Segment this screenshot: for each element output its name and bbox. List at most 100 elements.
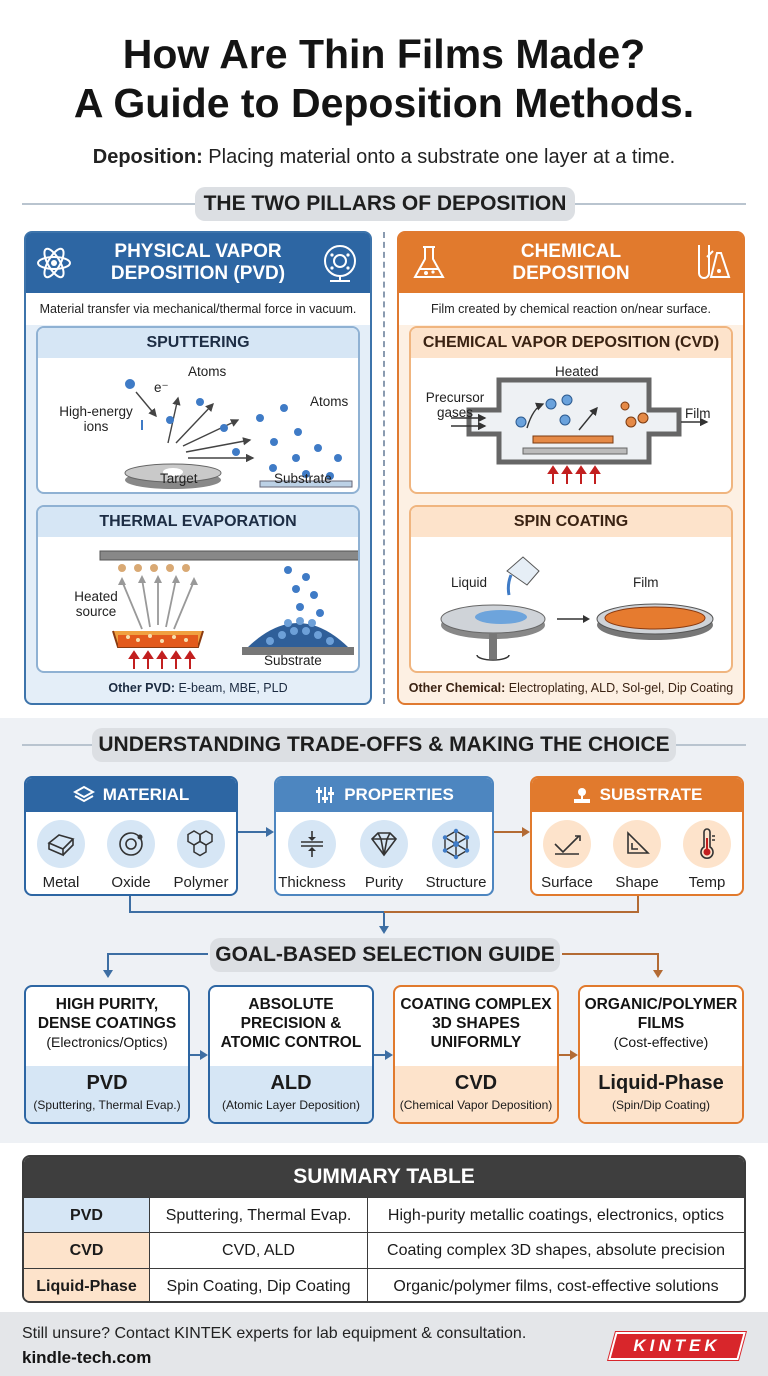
- spin-film-label: Film: [633, 575, 659, 590]
- row-1-method: PVD: [24, 1198, 150, 1233]
- goal-2-line3: ATOMIC CONTROL: [220, 1034, 362, 1051]
- page-title: How Are Thin Films Made? A Guide to Depo…: [0, 30, 768, 128]
- pvd-column: PHYSICAL VAPOR DEPOSITION (PVD) Material…: [24, 231, 372, 705]
- target-label: Target: [160, 471, 198, 486]
- substrate-label: Substrate: [274, 471, 332, 486]
- kintek-logo: KINTEK: [608, 1332, 746, 1360]
- factor-shape-label: Shape: [615, 874, 659, 891]
- row-2-method: CVD: [24, 1233, 150, 1268]
- thermal-evaporation-card: THERMAL EVAPORATION Heated source Substr…: [36, 505, 360, 673]
- factor-polymer: Polymer: [166, 820, 236, 891]
- goal-2-detail: (Atomic Layer Deposition): [221, 1098, 361, 1112]
- goal-3-line3: UNIFORMLY: [430, 1034, 522, 1051]
- evaporation-substrate-label: Substrate: [264, 653, 322, 668]
- goal-card-liquid: ORGANIC/POLYMER FILMS (Cost-effective) Liq…: [578, 985, 744, 1124]
- goal-2-line1: ABSOLUTE: [248, 996, 334, 1013]
- pvd-description: Material transfer via mechanical/thermal…: [26, 293, 370, 325]
- goal-1-line2: DENSE COATINGS: [37, 1015, 177, 1032]
- evaporation-title: THERMAL EVAPORATION: [38, 507, 358, 537]
- material-title: MATERIAL: [102, 785, 190, 804]
- factor-structure: Structure: [420, 820, 492, 891]
- goal-3-method: CVD: [454, 1072, 498, 1094]
- other-chemical-bold: Other Chemical:: [408, 681, 506, 695]
- properties-header: PROPERTIES: [276, 778, 492, 812]
- polymer-hexagon-icon: [187, 830, 213, 857]
- pin-icon: [573, 788, 590, 803]
- section-heading-tradeoffs: UNDERSTANDING TRADE-OFFS & MAKING THE CH…: [92, 728, 676, 762]
- row-3-use: Organic/polymer films, cost-effective so…: [393, 1277, 719, 1295]
- sputtering-diagram: [124, 379, 353, 489]
- footer: Still unsure? Contact KINTEK experts for…: [0, 1312, 768, 1376]
- goal-2-method: ALD: [270, 1072, 312, 1094]
- goal-2-line2: PRECISION &: [240, 1015, 342, 1032]
- goal-4-line3: (Cost-effective): [613, 1034, 709, 1050]
- goal-4-method: Liquid-Phase: [598, 1072, 724, 1094]
- diamond-icon: [370, 832, 398, 857]
- factor-metal: Metal: [26, 820, 96, 891]
- shape-icon: [627, 831, 650, 854]
- cvd-diagram: [451, 377, 709, 484]
- subtitle-text: Placing material onto a substrate one la…: [202, 146, 676, 168]
- factor-polymer-label: Polymer: [173, 874, 229, 891]
- electron-label: e⁻: [154, 380, 169, 395]
- subtitle: Deposition: Placing material onto a subs…: [0, 146, 768, 169]
- properties-title: PROPERTIES: [344, 785, 454, 804]
- goal-3-line1: COATING COMPLEX: [400, 996, 552, 1013]
- substrate-header: SUBSTRATE: [532, 778, 742, 812]
- title-line-1: How Are Thin Films Made?: [122, 31, 646, 77]
- row-3-techniques: Spin Coating, Dip Coating: [150, 1268, 368, 1301]
- goal-3-detail: (Chemical Vapor Deposition): [399, 1098, 553, 1112]
- goal-1-method: PVD: [86, 1072, 128, 1094]
- atoms-label-1: Atoms: [188, 364, 227, 379]
- factor-purity: Purity: [348, 820, 420, 891]
- factor-temp-label: Temp: [688, 874, 726, 891]
- heated-source-label: Heated source: [74, 589, 118, 619]
- atoms-label-2: Atoms: [310, 394, 349, 409]
- factor-purity-label: Purity: [364, 874, 404, 891]
- surface-icon: [554, 835, 581, 855]
- row-3-method: Liquid-Phase: [24, 1268, 150, 1301]
- ions-label: High-energy ions: [59, 404, 133, 434]
- substrate-title: SUBSTRATE: [599, 785, 703, 804]
- material-card: MATERIAL Metal Oxide Polymer: [24, 776, 238, 896]
- goal-4-line2: FILMS: [637, 1015, 685, 1032]
- factor-metal-label: Metal: [42, 874, 80, 891]
- properties-card: PROPERTIES Thickness Purity Structure: [274, 776, 494, 896]
- pvd-heading: PHYSICAL VAPOR DEPOSITION (PVD): [110, 241, 286, 284]
- other-pvd-text: E-beam, MBE, PLD: [175, 681, 288, 695]
- goal-4-line1: ORGANIC/POLYMER: [584, 996, 738, 1013]
- table-row: PVD Sputtering, Thermal Evap. High-purit…: [24, 1197, 744, 1233]
- vacuum-chamber-icon: [324, 245, 356, 282]
- spin-coating-card: SPIN COATING Liquid Film: [409, 505, 733, 673]
- chemical-description: Film created by chemical reaction on/nea…: [399, 293, 743, 325]
- spin-title: SPIN COATING: [411, 507, 731, 537]
- chemical-column: CHEMICAL DEPOSITION Film created by chem…: [397, 231, 745, 705]
- sputtering-title: SPUTTERING: [38, 328, 358, 358]
- footer-website-link[interactable]: kindle-tech.com: [22, 1348, 152, 1367]
- oxide-icon: [119, 832, 143, 856]
- flow-connectors: [103, 827, 663, 978]
- footer-cta: Still unsure? Contact KINTEK experts for…: [22, 1325, 527, 1342]
- section-heading-goals: GOAL-BASED SELECTION GUIDE: [210, 938, 560, 972]
- spin-coating-diagram: [440, 556, 714, 661]
- factor-thickness: Thickness: [276, 820, 348, 891]
- factor-thickness-label: Thickness: [278, 874, 346, 891]
- table-row: Liquid-Phase Spin Coating, Dip Coating O…: [24, 1267, 744, 1301]
- pvd-header: PHYSICAL VAPOR DEPOSITION (PVD): [26, 233, 370, 293]
- metal-bar-icon: [47, 834, 75, 857]
- goal-card-ald: ABSOLUTE PRECISION & ATOMIC CONTROL ALD (At…: [208, 985, 374, 1124]
- factor-oxide-label: Oxide: [111, 874, 151, 891]
- chemical-heading: CHEMICAL DEPOSITION: [512, 241, 630, 284]
- factor-shape: Shape: [602, 820, 672, 891]
- cvd-card: CHEMICAL VAPOR DEPOSITION (CVD) Heated P…: [409, 326, 733, 494]
- chemical-header: CHEMICAL DEPOSITION: [399, 233, 743, 293]
- precursor-label: Precursor gases: [425, 390, 485, 420]
- factor-surface-label: Surface: [541, 874, 593, 891]
- section-heading-pillars: THE TWO PILLARS OF DEPOSITION: [195, 187, 575, 221]
- atom-icon: [37, 247, 71, 279]
- row-2-techniques: CVD, ALD: [150, 1233, 368, 1268]
- goal-4-detail: (Spin/Dip Coating): [611, 1098, 711, 1112]
- liquid-label: Liquid: [451, 575, 488, 590]
- goal-card-pvd: HIGH PURITY,DENSE COATINGS(Electronics/O…: [24, 985, 190, 1124]
- substrate-card: SUBSTRATE Surface Shape Temp: [530, 776, 744, 896]
